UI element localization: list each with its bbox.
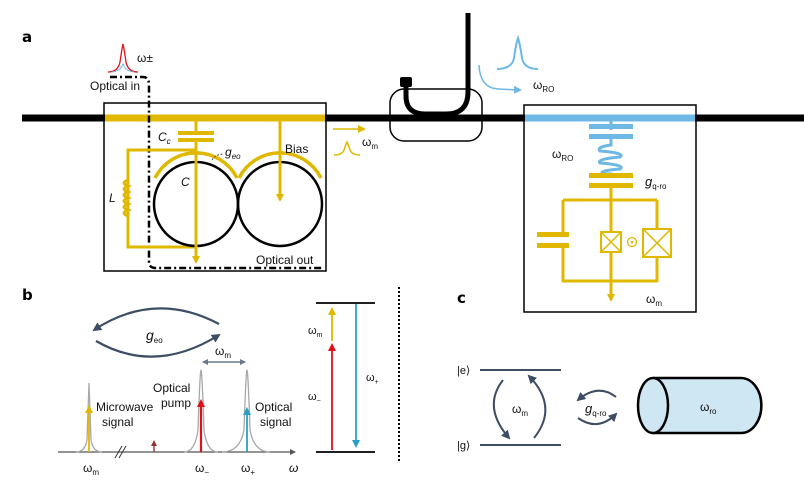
signal-peak (221, 369, 271, 453)
optical-out-label: Optical out (256, 253, 314, 267)
cc-label: Cc (158, 130, 171, 146)
gqro-box-label: gq-ro (645, 174, 667, 191)
readout-cavity-end (636, 376, 670, 435)
readout-arrow (478, 64, 522, 94)
readout-cavity-body (653, 376, 763, 435)
axis-break (114, 445, 127, 459)
panel-label-b: b (22, 286, 33, 304)
gqro-arrow-right (577, 412, 618, 425)
gqro-arrow-left (576, 389, 617, 402)
qro-plate-top (589, 173, 633, 178)
axis-label-omega: ω (289, 461, 298, 475)
omega-m-label: ωm (362, 135, 378, 151)
shunt-cap-plate-bottom (537, 243, 569, 248)
optical-in-label: Optical in (90, 79, 140, 93)
panel-label-c: c (457, 289, 466, 307)
lc-loop (126, 142, 198, 249)
fiber-end (400, 77, 412, 87)
transition-arrow-down (492, 379, 511, 440)
cc-plate-bottom (178, 138, 214, 142)
fiber-coupler-box (389, 88, 483, 142)
ground-state-label: |g⟩ (457, 440, 470, 452)
transition-arrow-up (527, 374, 547, 439)
qubit-box (523, 104, 697, 313)
shunt-cap-plate-top (537, 232, 569, 237)
omega-m-c-label: ωm (512, 402, 528, 418)
flux-bias-icon (626, 236, 638, 248)
excited-state-label: |e⟩ (457, 365, 470, 377)
optical-path (110, 75, 323, 270)
geo-arrow-lower (95, 333, 221, 358)
omega-pm-label: ω± (137, 51, 153, 65)
resonator-plate-2 (589, 134, 633, 139)
geo-label-b: geo (146, 327, 163, 345)
omega-ro-top-label: ωRO (533, 78, 554, 94)
level-omega-plus-label: ω+ (366, 372, 379, 386)
axis-tick-omega-plus: ω+ (241, 461, 255, 477)
bias-label: Bias (285, 142, 308, 156)
capacitance-label: C (181, 175, 190, 189)
shunt-cap-blank (560, 237, 567, 243)
resonator-meander (597, 139, 623, 177)
optical-in-pulse-blue (111, 63, 135, 73)
qro-plate-bottom (589, 183, 633, 188)
omega-ro-box-label: ωRO (552, 147, 573, 163)
axis-tick-omega-m: ωm (83, 461, 99, 477)
omega-ro-c-label: ωro (700, 400, 717, 416)
omega-m-box-label: ωm (646, 292, 662, 308)
microwave-peak (75, 382, 103, 453)
fiber-loop (403, 13, 471, 117)
pump-peak (183, 369, 219, 453)
level-omega-m-label: ωm (308, 325, 323, 339)
readout-pulse (496, 34, 539, 70)
level-omega-minus-label: ω− (308, 391, 321, 405)
josephson-junction-1 (600, 231, 622, 253)
omega-m-pulse (333, 140, 361, 156)
spacing-label: ωm (215, 344, 231, 360)
cc-plate-top (178, 131, 214, 135)
geo-label: geo (225, 145, 241, 161)
transducer-box (103, 102, 327, 272)
gqro-c-label: gq-ro (585, 401, 607, 418)
resonator-plate-1 (589, 124, 633, 129)
inductor-coil (122, 178, 133, 218)
inductor-label: L (109, 191, 116, 205)
optical-in-pulse-red (107, 43, 139, 73)
josephson-junction-2 (642, 228, 672, 258)
geo-arrow-upper (92, 307, 220, 332)
geo-pointer (211, 153, 225, 161)
panel-label-a: a (22, 28, 32, 46)
axis-tick-omega-minus: ω− (195, 461, 209, 477)
